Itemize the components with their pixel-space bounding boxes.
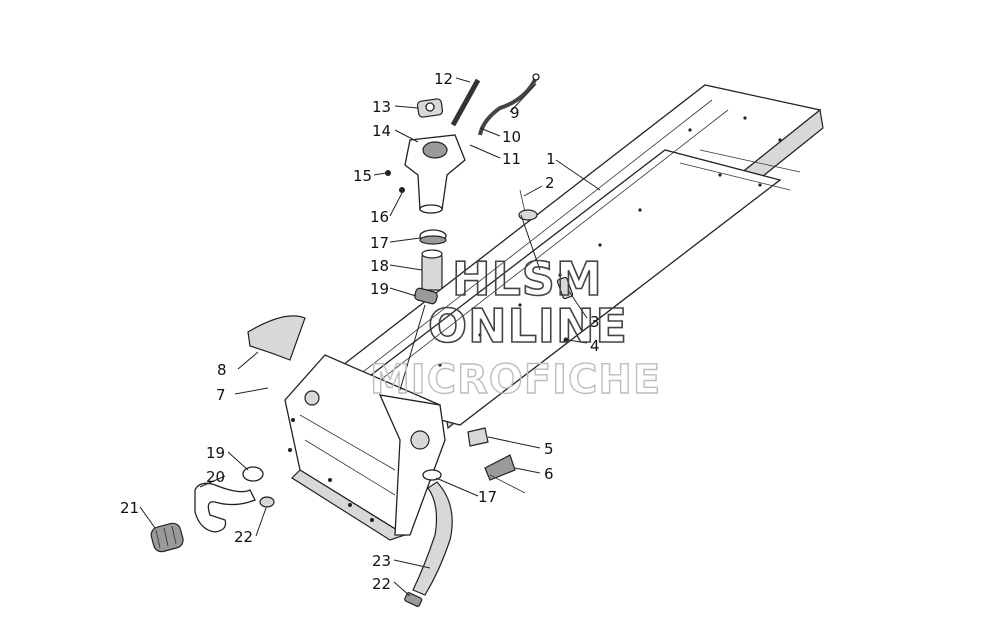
- callout-19-upper: 19: [370, 280, 389, 298]
- callout-19-lower: 19: [206, 444, 225, 462]
- watermark: HLSM ONLINE MICROFICHE: [369, 251, 661, 404]
- bracket-and-bolt: [467, 427, 526, 494]
- callout-13: 13: [372, 98, 391, 116]
- callout-17-upper: 17: [370, 234, 389, 252]
- leader-lines: [139, 77, 601, 597]
- watermark-line-3: MICROFICHE: [370, 357, 661, 403]
- callout-18: 18: [370, 257, 389, 275]
- callout-5: 5: [544, 440, 554, 458]
- callout-1: 1: [546, 150, 556, 168]
- callout-21: 21: [120, 499, 139, 517]
- callout-2: 2: [545, 174, 555, 192]
- callout-7: 7: [216, 386, 226, 404]
- callout-11: 11: [502, 150, 521, 168]
- lower-left-hoses: [150, 466, 275, 553]
- vent-hoses: [450, 73, 540, 136]
- watermark-line-2: ONLINE: [428, 299, 628, 353]
- callout-8: 8: [217, 361, 227, 379]
- callout-22-left: 22: [234, 528, 253, 546]
- fuel-sender: [518, 189, 574, 343]
- fuel-tank: [284, 354, 446, 541]
- callout-22-lower: 22: [372, 575, 391, 593]
- heat-shield: [247, 315, 306, 361]
- callout-17-lower: 17: [478, 488, 497, 506]
- lower-right-hose: [404, 469, 453, 607]
- callout-3: 3: [590, 313, 600, 331]
- callouts: 1 2 3 4 5 6 7 8 9 10 11 12 13 14 15 16 1…: [120, 70, 600, 593]
- filler-neck-assembly: [385, 98, 466, 214]
- callout-4: 4: [590, 337, 600, 355]
- callout-10: 10: [502, 128, 521, 146]
- filler-hose-group: [414, 229, 447, 305]
- callout-16: 16: [370, 208, 389, 226]
- callout-6: 6: [544, 465, 554, 483]
- watermark-line-1: HLSM: [452, 252, 603, 306]
- callout-23: 23: [372, 552, 391, 570]
- callout-9: 9: [510, 104, 520, 122]
- callout-12: 12: [434, 70, 453, 88]
- callout-20: 20: [206, 468, 225, 486]
- callout-14: 14: [372, 122, 391, 140]
- callout-15: 15: [353, 167, 372, 185]
